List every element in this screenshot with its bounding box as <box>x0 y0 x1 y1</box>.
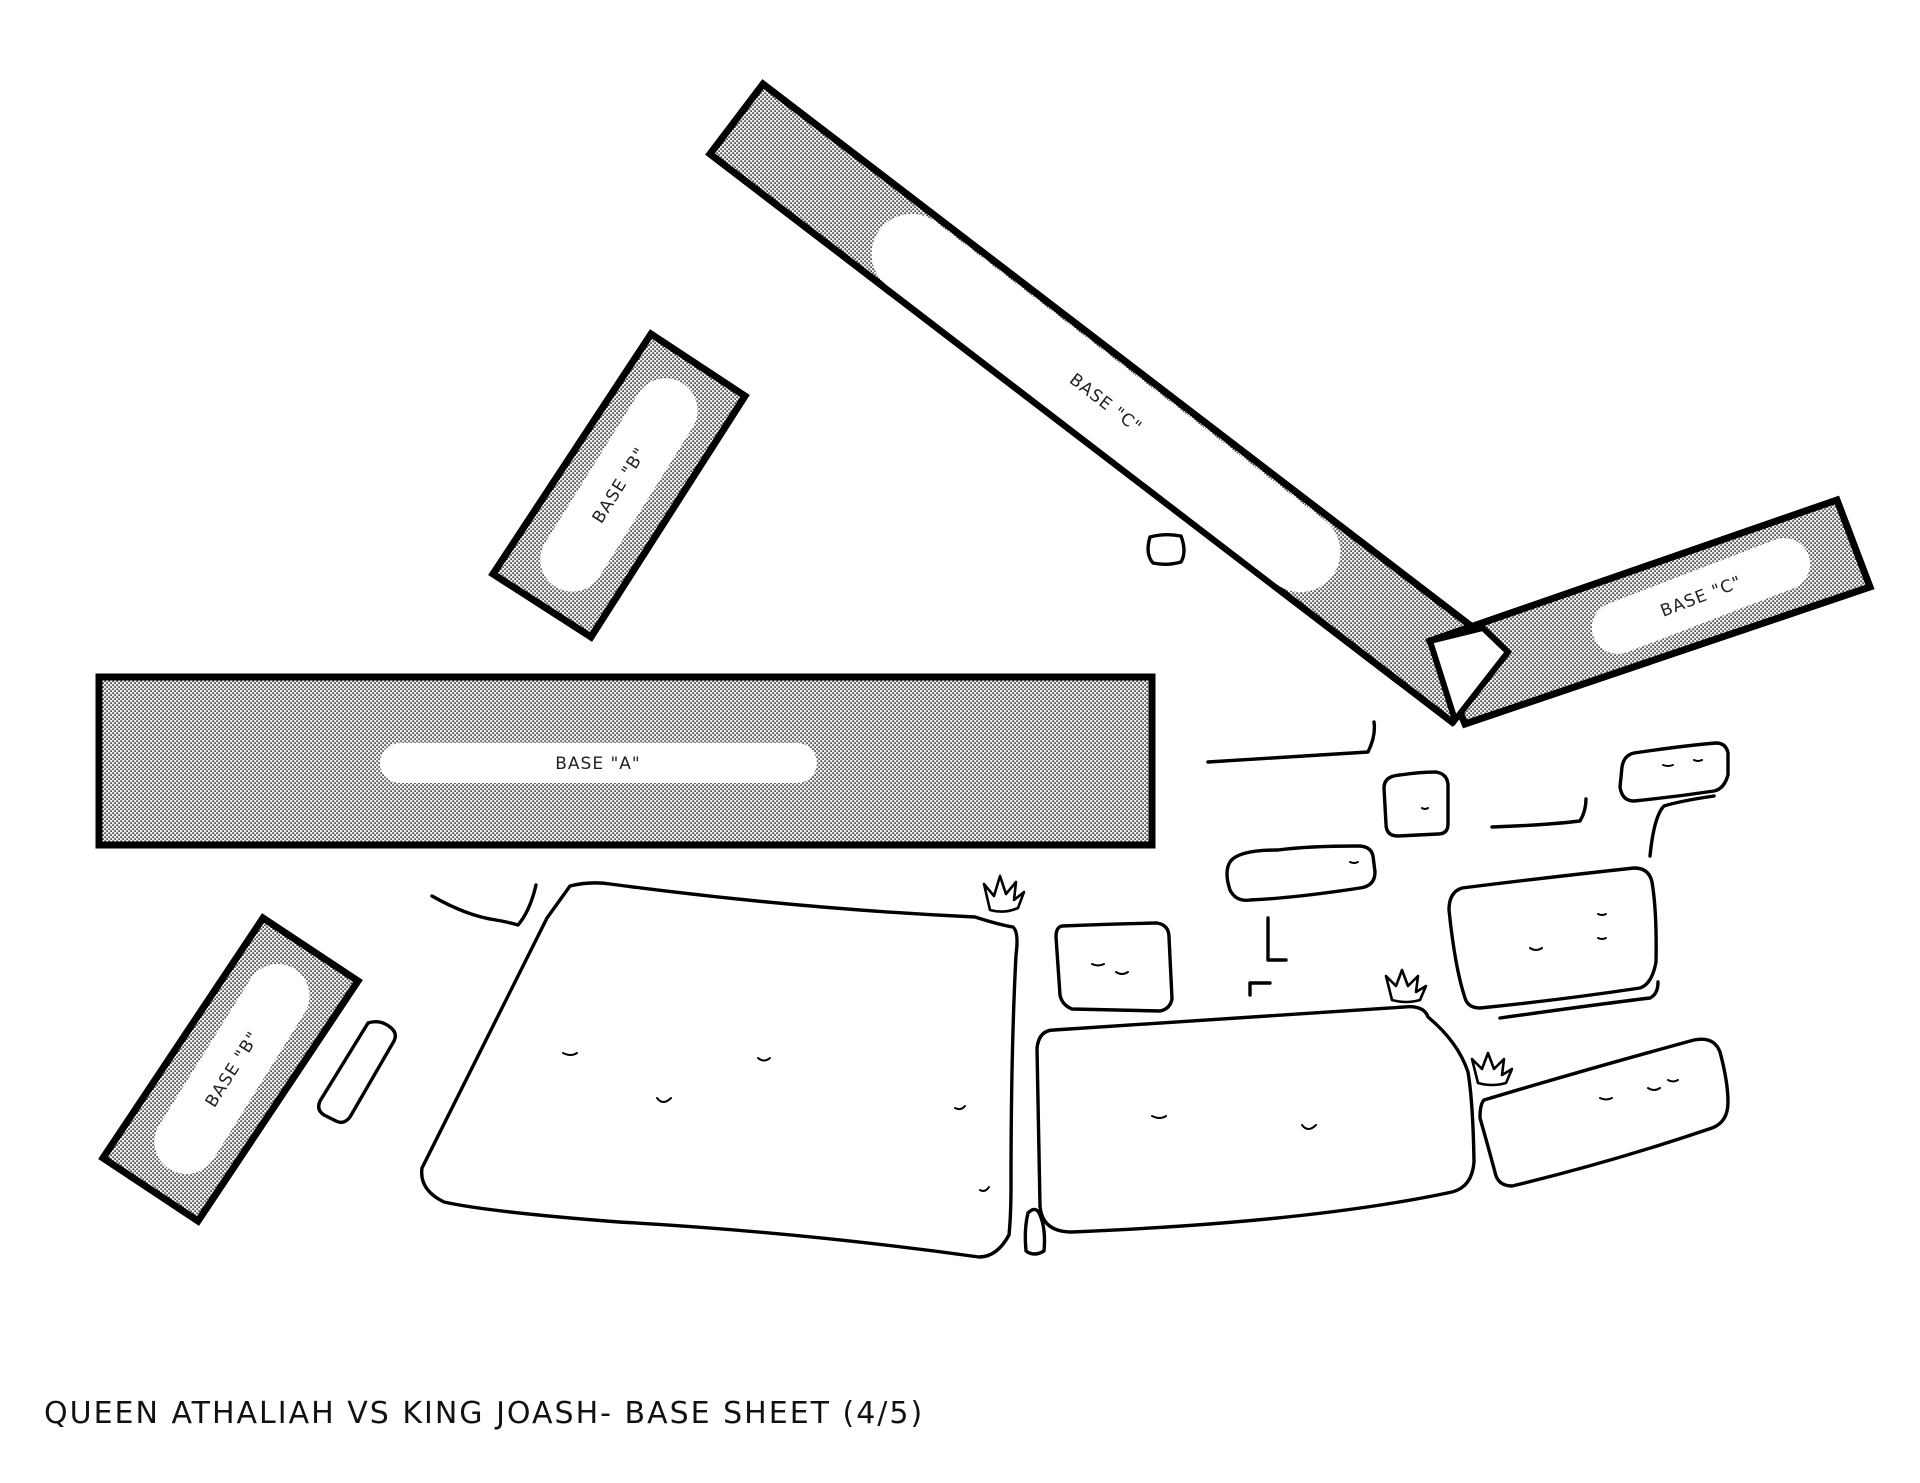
rounded-stone <box>1225 844 1377 902</box>
ground-line <box>1248 981 1272 997</box>
ground-line <box>1206 720 1377 764</box>
small-stone <box>1146 533 1186 566</box>
large-slab-middle <box>1035 1005 1476 1234</box>
ground-line <box>1266 916 1288 962</box>
small-pebble <box>1023 1207 1047 1256</box>
square-stone <box>1054 921 1174 1013</box>
large-slab-left <box>419 881 1019 1259</box>
base-c-short: BASE "C" <box>1425 495 1875 729</box>
base-b-lower: BASE "B" <box>98 913 363 1226</box>
ground-line <box>1498 980 1660 1020</box>
grass-tuft <box>1384 968 1428 1004</box>
grass-tuft <box>1470 1051 1514 1087</box>
ground-stones <box>316 533 1730 1259</box>
slanted-stone <box>316 1019 398 1125</box>
grass-tuft <box>982 874 1026 913</box>
right-top-stone <box>1618 741 1730 803</box>
sheet-caption: QUEEN ATHALIAH VS KING JOASH- BASE SHEET… <box>44 1396 925 1431</box>
small-square-stone <box>1382 770 1450 838</box>
base-a: BASE "A" <box>95 673 1156 849</box>
base-a-label: BASE "A" <box>555 754 641 774</box>
base-c-long: BASE "C" <box>705 79 1510 727</box>
base-b-upper: BASE "B" <box>488 329 750 642</box>
right-middle-slab <box>1447 866 1658 1010</box>
right-lower-slab <box>1478 1037 1730 1188</box>
ground-line <box>430 883 538 927</box>
corner-joint <box>1426 624 1513 727</box>
ground-line <box>1648 794 1716 858</box>
ground-line <box>1490 797 1588 829</box>
